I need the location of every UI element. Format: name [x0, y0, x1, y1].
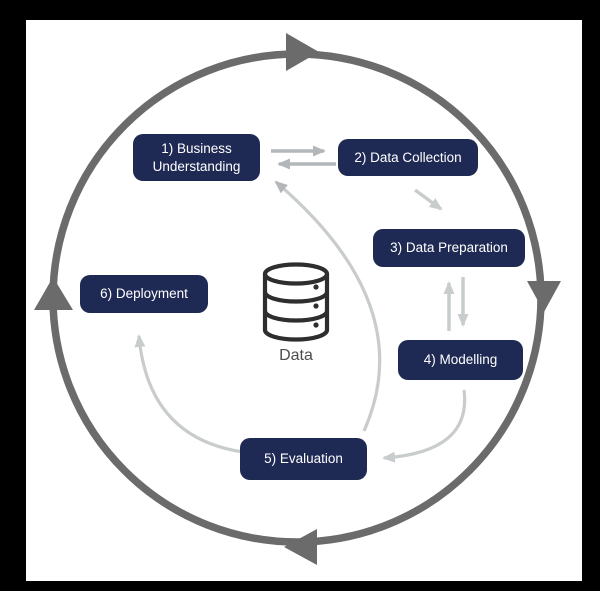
cycle-arrowhead-top-icon	[286, 33, 319, 71]
node-data-preparation-label: 3) Data Preparation	[390, 240, 508, 256]
cycle-arrowhead-right-icon	[527, 281, 561, 312]
node-modelling: 4) Modelling	[398, 340, 523, 380]
arrow-evaluation-to-deployment	[134, 334, 244, 454]
node-modelling-label: 4) Modelling	[423, 352, 498, 368]
data-label: Data	[279, 347, 313, 364]
node-deployment: 6) Deployment	[80, 275, 208, 313]
node-data-collection-label: 2) Data Collection	[354, 149, 462, 165]
node-evaluation-label: 5) Evaluation	[264, 451, 343, 467]
node-business-understanding: 1) Business Understanding	[133, 134, 260, 181]
cycle-arrowhead-bottom-icon	[284, 529, 317, 565]
node-data-preparation: 3) Data Preparation	[373, 229, 525, 267]
arrow-evaluation-to-business	[274, 180, 382, 432]
node-deployment-label: 6) Deployment	[100, 286, 188, 302]
arrow-collection-to-preparation	[413, 188, 443, 211]
node-business-understanding-label: 1) Business Understanding	[152, 140, 241, 174]
node-data-collection: 2) Data Collection	[338, 139, 478, 176]
database-icon	[262, 262, 330, 342]
cycle-arrowhead-left-icon	[34, 277, 73, 310]
node-evaluation: 5) Evaluation	[240, 438, 367, 480]
arrow-modelling-to-evaluation	[382, 389, 467, 463]
